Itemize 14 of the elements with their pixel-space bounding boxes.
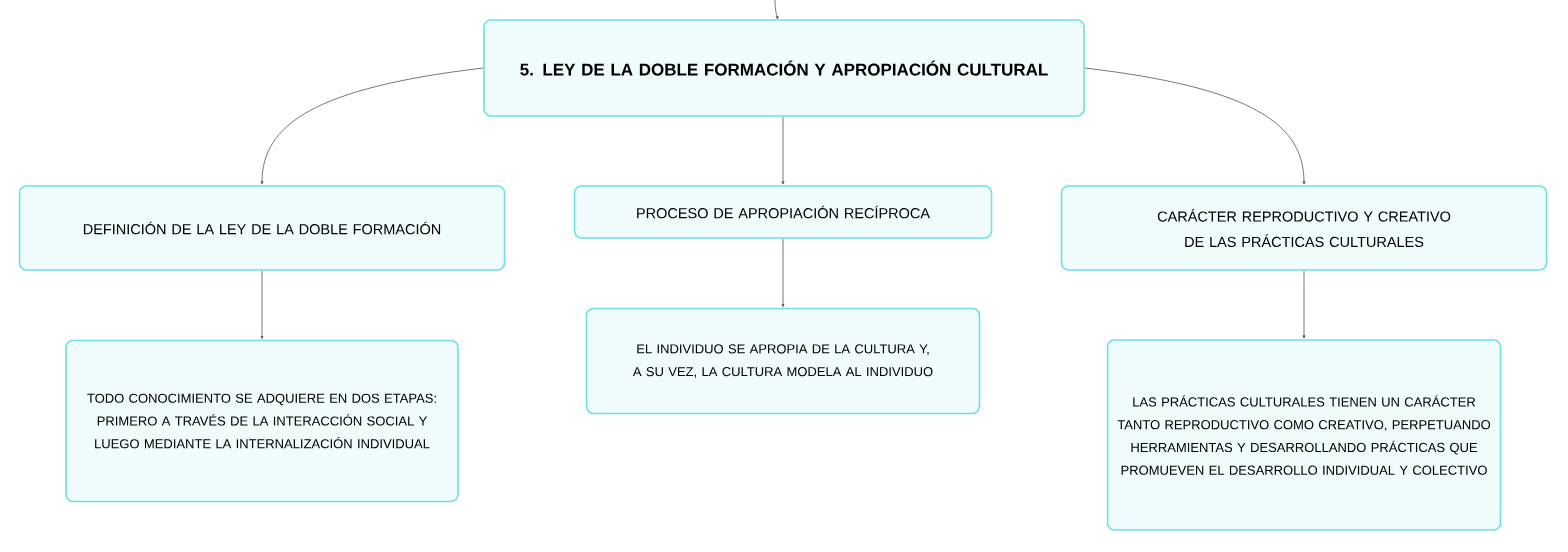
arrow: [260, 67, 484, 185]
concept-box: TODO CONOCIMIENTO SE ADQUIERE EN DOS ETAPAS: PRIMERO A TRAVÉS DE LA INTERACCIÓN SOCIAL Y LUEGO MEDIANTE LA INTERNALIZACIÓN INDIVIDUAL: [65, 339, 459, 503]
arrow: [1084, 67, 1306, 185]
topic-box: 5. LEY DE LA DOBLE FORMACIÓN Y APROPIACIÓN CULTURAL: [483, 19, 1085, 117]
concept-box: PROCESO DE APROPIACIÓN RECÍPROCA: [573, 185, 993, 239]
concept-box: DEFINICIÓN DE LA LEY DE LA DOBLE FORMACIÓN: [18, 185, 506, 271]
arrow: [774, 0, 779, 20]
arrow: [781, 116, 785, 185]
concept-box: EL INDIVIDUO SE APROPIA DE LA CULTURA Y, A SU VEZ, LA CULTURA MODELA AL INDIVIDUO: [585, 307, 981, 415]
concept-box: LAS PRÁCTICAS CULTURALES TIENEN UN CARÁCTER TANTO REPRODUCTIVO COMO CREATIVO, PERPETUANDO HERRAMIENTAS Y DESARROLLANDO PRÁCTICAS QUE PROMUEVEN EL DESARROLLO INDIVIDUAL Y COLECTIVO: [1106, 339, 1502, 531]
concept-box: CARÁCTER REPRODUCTIVO Y CREATIVO DE LAS PRÁCTICAS CULTURALES: [1060, 185, 1548, 271]
arrow: [260, 270, 264, 340]
arrow: [1302, 270, 1306, 339]
arrow: [781, 238, 785, 308]
